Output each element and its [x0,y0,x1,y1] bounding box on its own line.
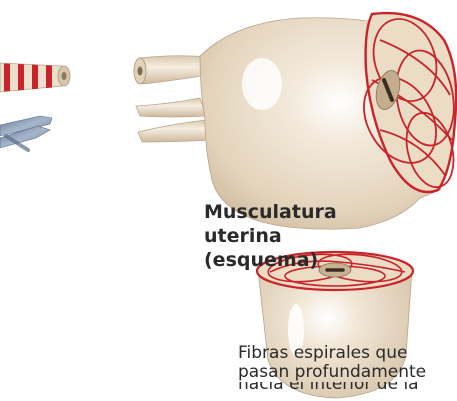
title-line-2: uterina [204,224,337,248]
caption-line-2: pasan profundamente [238,363,457,382]
ligament-blue-bands [0,116,52,150]
round-ligament-striped [0,63,70,92]
caption-line-3-cutoff: hacia el interior de la [238,382,457,393]
title-line-3: (esquema) [204,248,337,272]
fiber-caption: Fibras espirales que pasan profundamente… [238,344,457,393]
title-line-1: Musculatura [204,200,337,224]
diagram-title: Musculatura uterina (esquema) [204,200,337,272]
caption-line-3: hacia el interior de la [238,382,419,393]
caption-line-1: Fibras espirales que [238,344,457,363]
